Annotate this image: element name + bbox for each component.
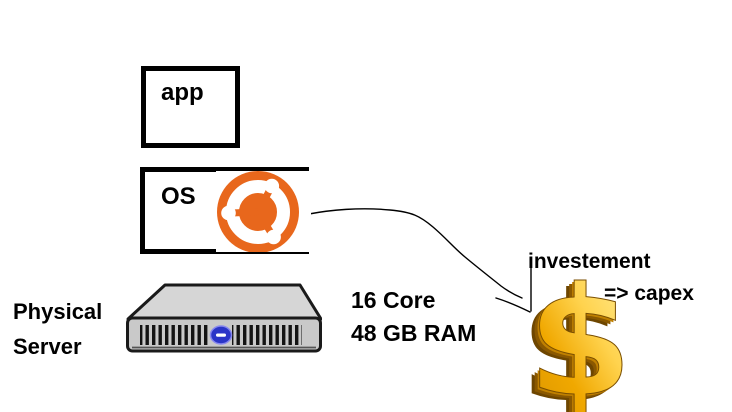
- app-box: app: [141, 66, 240, 148]
- dollar-face: $: [528, 270, 632, 412]
- physical-server-label-line1: Physical: [13, 299, 103, 324]
- physical-server-label: Physical Server: [13, 294, 102, 364]
- os-box-label: OS: [161, 183, 196, 210]
- dollar-icon: $ $ $ $: [506, 256, 640, 412]
- dollar-extrude-mid: $: [523, 270, 627, 412]
- physical-server-label-line2: Server: [13, 334, 82, 359]
- capex-label: => capex: [604, 282, 694, 305]
- dollar-extrude-deep: $: [520, 270, 624, 412]
- server-specs: 16 Core 48 GB RAM: [351, 284, 476, 350]
- investment-label: investement: [528, 250, 651, 273]
- server-specs-cores: 16 Core: [351, 287, 436, 313]
- ubuntu-logo-icon: [216, 171, 311, 253]
- app-box-label: app: [161, 79, 204, 106]
- server-icon: [126, 283, 323, 358]
- server-specs-ram: 48 GB RAM: [351, 320, 477, 346]
- dollar-extrude-near: $: [526, 270, 630, 412]
